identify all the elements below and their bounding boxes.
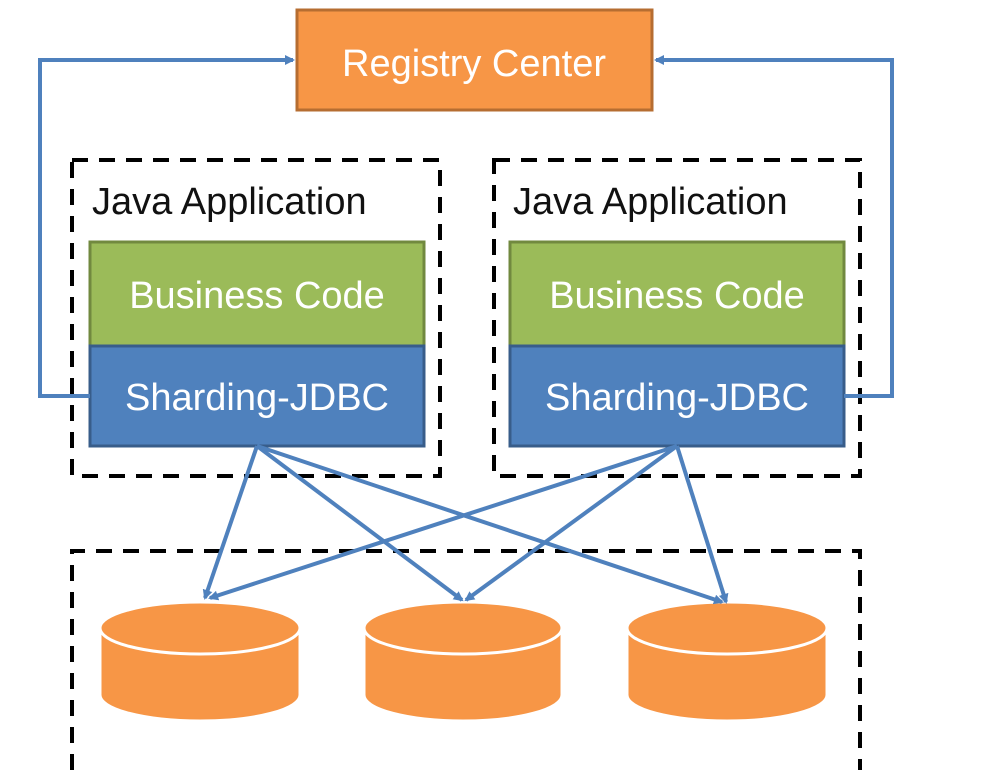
business-code-right-label: Business Code [549,275,805,317]
java-application-right: Java Application Business Code Sharding-… [492,158,862,478]
connection-arrow [208,444,678,601]
registry-center-label: Registry Center [342,43,606,85]
database-icon [625,600,829,723]
database-icon [362,600,564,723]
registry-arrow-right [654,55,894,398]
registry-center: Registry Center [295,8,654,112]
registry-center-box [295,8,654,112]
java-application-right-title: Java Application [513,181,788,223]
connection-arrow [255,444,464,602]
database-container-border [70,549,862,770]
java-application-right-border [492,158,862,478]
connection-arrow [464,444,679,602]
sharding-jdbc-right-label: Sharding-JDBC [545,377,809,419]
registry-arrow-left [38,55,295,398]
java-application-left-border [70,158,442,478]
sharding-jdbc-left-label: Sharding-JDBC [125,377,389,419]
business-code-left-box [88,240,426,348]
business-code-left-label: Business Code [129,275,385,317]
connection-arrow [675,445,729,604]
java-application-left: Java Application Business Code Sharding-… [70,158,442,478]
business-code-right-box [508,240,846,348]
java-application-left-title: Java Application [92,181,367,223]
connection-arrow [202,445,259,600]
database-icon [98,600,302,723]
connection-arrow [256,444,724,605]
